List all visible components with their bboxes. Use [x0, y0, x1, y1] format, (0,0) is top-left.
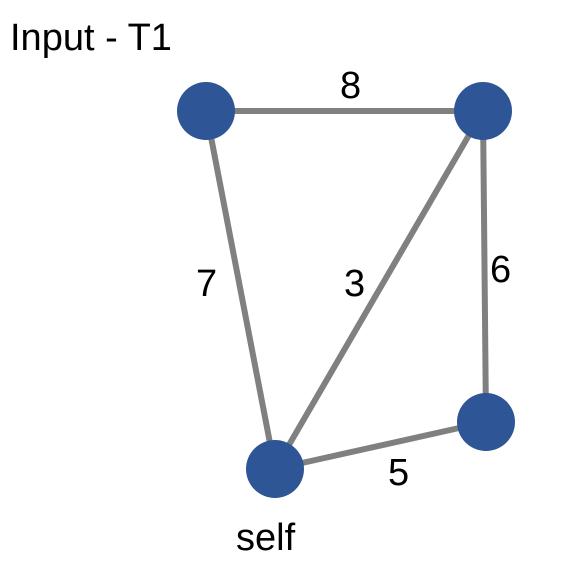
graph-node: [457, 393, 515, 451]
edge-weight-label: 5: [388, 452, 409, 494]
edge-weight-label: 7: [196, 263, 217, 305]
edge-top-right-self: [272, 108, 486, 472]
edge-top-left-self: [203, 108, 278, 472]
edge-weight-label: 6: [490, 249, 511, 291]
diagram-title: Input - T1: [10, 17, 172, 59]
node-label-self: self: [236, 517, 296, 559]
graph-node: [177, 82, 235, 140]
graph-node-self: [246, 440, 304, 498]
edge-weight-label: 3: [344, 263, 365, 305]
edge-weight-label: 8: [340, 65, 361, 107]
edge-self-bottom-right: [272, 419, 489, 472]
edge-top-right-bottom-right: [480, 108, 489, 425]
graph-node: [454, 82, 512, 140]
